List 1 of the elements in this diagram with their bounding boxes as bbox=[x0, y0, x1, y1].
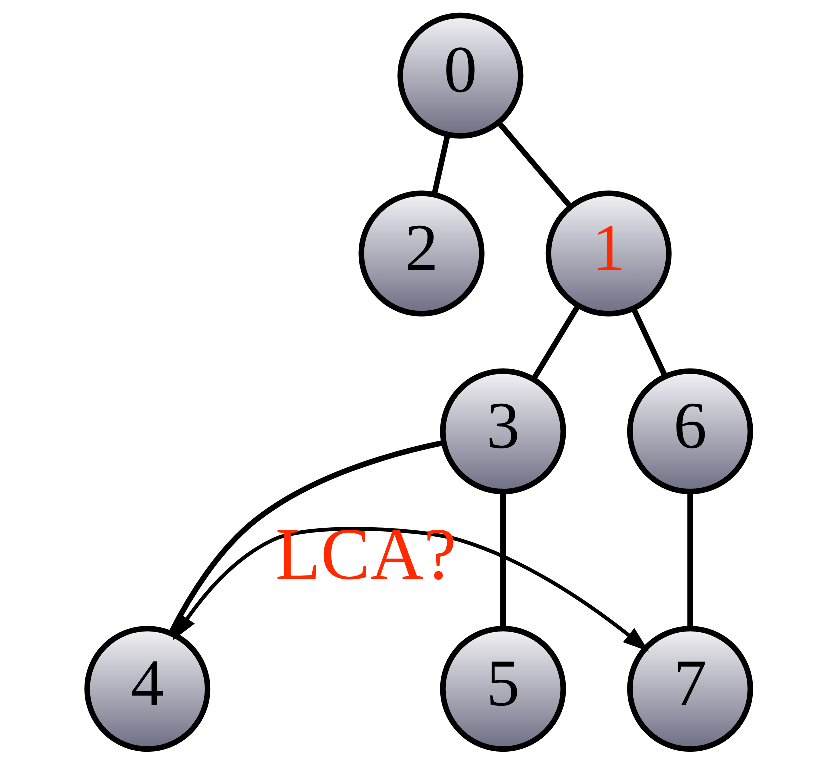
edge-label: LCA? bbox=[276, 514, 457, 596]
